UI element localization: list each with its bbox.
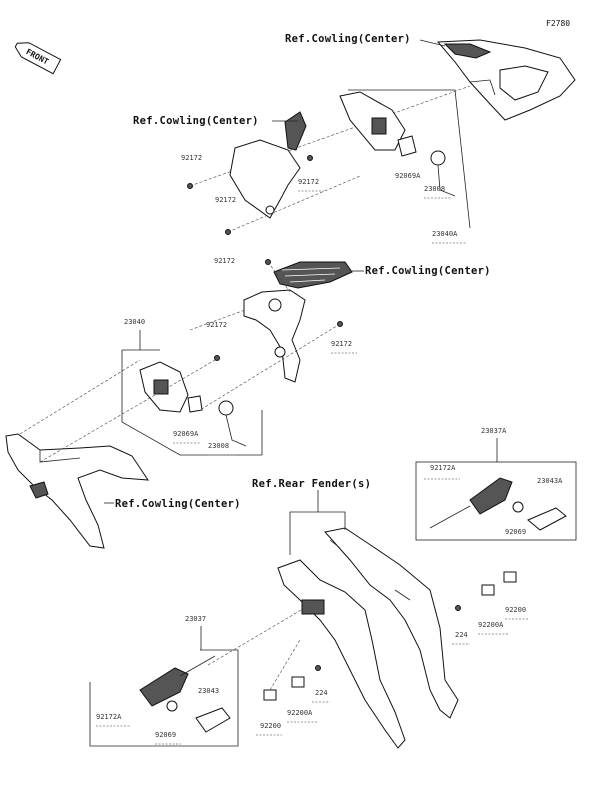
part-number-23040a: 23040A <box>432 230 458 238</box>
bracket-clip-icon <box>503 571 517 583</box>
part-number-92069: 92069 <box>155 731 176 739</box>
part-number-23040: 23040 <box>124 318 145 326</box>
bolt-icon <box>307 155 313 161</box>
bolt-icon <box>214 355 220 361</box>
part-number-92200a: 92200A <box>478 621 504 629</box>
bracket-middle <box>243 289 306 383</box>
turn-signal-right <box>429 477 567 531</box>
bracket-upper-left <box>229 111 307 219</box>
part-number-23043: 23043 <box>198 687 219 695</box>
part-number-92172: 92172 <box>214 257 235 265</box>
part-number-92172: 92172 <box>331 340 352 348</box>
part-number-92172: 92172 <box>206 321 227 329</box>
ref-rear-fender: Ref.Rear Fender(s) <box>252 478 371 490</box>
part-number-23037: 23037 <box>185 615 206 623</box>
part-number-23008: 23008 <box>208 442 229 450</box>
front-badge: FRONT <box>14 42 62 75</box>
bolt-icon <box>455 605 461 611</box>
bracket-clip-icon <box>291 676 305 688</box>
part-number-92069: 92069 <box>505 528 526 536</box>
part-number-224: 224 <box>455 631 468 639</box>
part-number-92172: 92172 <box>181 154 202 162</box>
part-number-23037a: 23037A <box>481 427 507 435</box>
part-number-92069a: 92069A <box>395 172 421 180</box>
part-number-92172: 92172 <box>298 178 319 186</box>
cowling-lower-shape <box>5 433 149 549</box>
ref-cowling-left-upper: Ref.Cowling(Center) <box>133 115 259 127</box>
bolt-icon <box>265 259 271 265</box>
turn-signal-housing-middle <box>139 361 247 447</box>
part-number-224: 224 <box>315 689 328 697</box>
bracket-clip-icon <box>263 689 277 701</box>
part-number-23043a: 23043A <box>537 477 563 485</box>
part-number-92200: 92200 <box>505 606 526 614</box>
part-number-92069a: 92069A <box>173 430 199 438</box>
part-number-92172: 92172 <box>215 196 236 204</box>
ref-cowling-lower: Ref.Cowling(Center) <box>115 498 241 510</box>
turn-signal-left <box>139 655 231 733</box>
part-number-92200: 92200 <box>260 722 281 730</box>
bracket-clip-icon <box>481 584 495 596</box>
bolt-icon <box>315 665 321 671</box>
part-number-23008: 23008 <box>424 185 445 193</box>
bolt-icon <box>337 321 343 327</box>
turn-signal-housing-top <box>339 91 456 197</box>
cowling-top-shape <box>436 39 576 121</box>
part-number-92172a: 92172A <box>430 464 456 472</box>
rear-fender-shape <box>277 527 459 749</box>
part-number-92200a: 92200A <box>287 709 313 717</box>
bolt-icon <box>225 229 231 235</box>
ref-cowling-mid: Ref.Cowling(Center) <box>365 265 491 277</box>
figure-code: F2780 <box>546 19 570 28</box>
part-number-92172a: 92172A <box>96 713 122 721</box>
cowling-mesh-shape <box>273 261 353 289</box>
bolt-icon <box>187 183 193 189</box>
ref-cowling-top: Ref.Cowling(Center) <box>285 33 411 45</box>
